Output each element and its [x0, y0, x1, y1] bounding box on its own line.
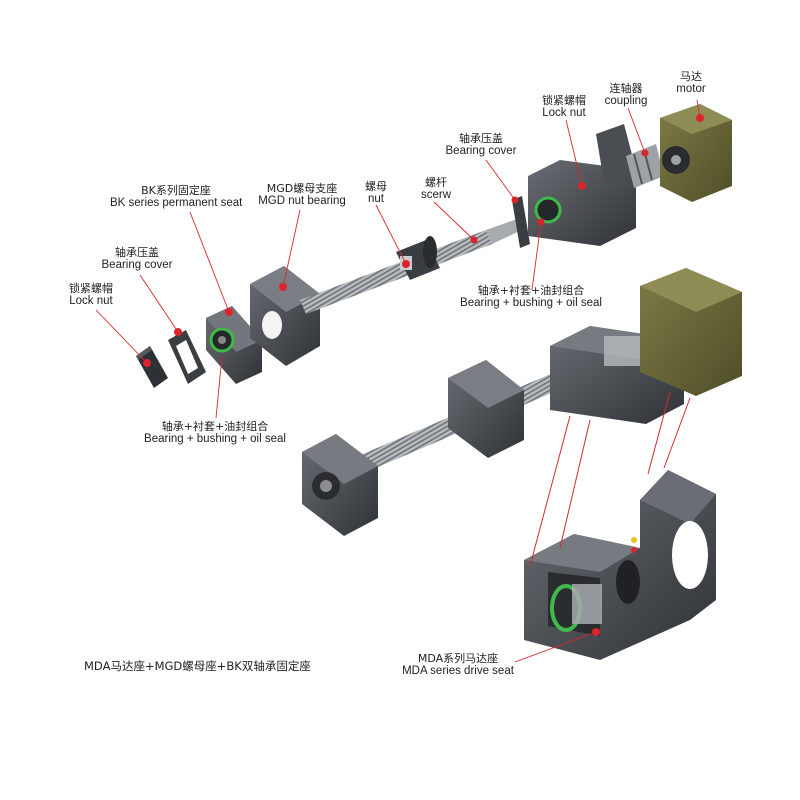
lock-nut-left-label-en: Lock nut	[69, 295, 113, 307]
lock-nut-left-part	[136, 346, 168, 388]
bk-series-label-en: BK series permanent seat	[110, 197, 243, 209]
mgd-nut-bearing-label: MGD螺母支座 MGD nut bearing	[252, 182, 352, 208]
bk-series-label: BK系列固定座 BK series permanent seat	[110, 184, 242, 210]
bearing-bushing-right-label-zh: 轴承+衬套+油封组合	[477, 284, 585, 297]
lock-nut-right-label-zh: 锁紧螺帽	[542, 94, 586, 107]
lock-nut-right-label-en: Lock nut	[542, 107, 586, 119]
lock-nut-right-label: 锁紧螺帽 Lock nut	[532, 94, 596, 120]
nut-label-zh: 螺母	[365, 180, 387, 193]
bearing-cover-left-label-en: Bearing cover	[101, 259, 173, 271]
mda-drive-seat-label: MDA系列马达座 MDA series drive seat	[396, 652, 520, 678]
zoomed-mda-seat	[524, 470, 716, 660]
screw-label-en: scerw	[420, 189, 452, 201]
screw-label: 螺杆 scerw	[408, 176, 464, 202]
motor-label-zh: 马达	[680, 70, 702, 83]
assembled-unit	[302, 268, 742, 536]
bearing-cover-right-label: 轴承压盖 Bearing cover	[436, 132, 526, 158]
bearing-bushing-left-label-en: Bearing + bushing + oil seal	[144, 433, 286, 445]
bearing-cover-left-part	[168, 328, 206, 384]
coupling-label-zh: 连轴器	[609, 82, 643, 95]
bearing-cover-left-label: 轴承压盖 Bearing cover	[92, 246, 182, 272]
bearing-bushing-right-label-en: Bearing + bushing + oil seal	[460, 297, 602, 309]
nut-label-en: nut	[368, 193, 384, 205]
screw-shaft-part	[300, 218, 522, 314]
coupling-label-en: coupling	[604, 95, 648, 107]
bearing-bushing-left-label-zh: 轴承+衬套+油封组合	[161, 420, 269, 433]
nut-part	[396, 236, 440, 280]
bearing-bushing-right-label: 轴承+衬套+油封组合 Bearing + bushing + oil seal	[456, 284, 606, 310]
motor-upper-part	[660, 104, 732, 202]
bearing-cover-right-label-en: Bearing cover	[445, 145, 517, 157]
zoom-lines	[529, 391, 691, 567]
bearing-bushing-left-label: 轴承+衬套+油封组合 Bearing + bushing + oil seal	[140, 420, 290, 446]
diagram-caption: MDA马达座+MGD螺母座+BK双轴承固定座	[84, 659, 311, 673]
bk-series-label-zh: BK系列固定座	[141, 184, 211, 197]
bearing-cover-right-label-zh: 轴承压盖	[459, 132, 503, 145]
bearing-cover-left-label-zh: 轴承压盖	[115, 246, 159, 259]
lock-nut-left-label: 锁紧螺帽 Lock nut	[58, 282, 124, 308]
coupling-part	[626, 144, 664, 188]
mgd-nut-bearing-label-en: MGD nut bearing	[258, 195, 346, 207]
mda-seat-upper-part	[528, 124, 636, 246]
mda-drive-seat-label-en: MDA series drive seat	[402, 665, 514, 677]
screw-label-zh: 螺杆	[425, 176, 447, 189]
mda-drive-seat-label-zh: MDA系列马达座	[417, 652, 499, 665]
motor-label: 马达 motor	[659, 70, 723, 96]
coupling-label: 连轴器 coupling	[594, 82, 658, 108]
motor-label-en: motor	[676, 83, 706, 95]
nut-label: 螺母 nut	[350, 180, 402, 206]
lock-nut-left-label-zh: 锁紧螺帽	[69, 282, 113, 295]
mgd-nut-bearing-label-zh: MGD螺母支座	[266, 182, 338, 195]
callout-leaders	[95, 99, 701, 663]
